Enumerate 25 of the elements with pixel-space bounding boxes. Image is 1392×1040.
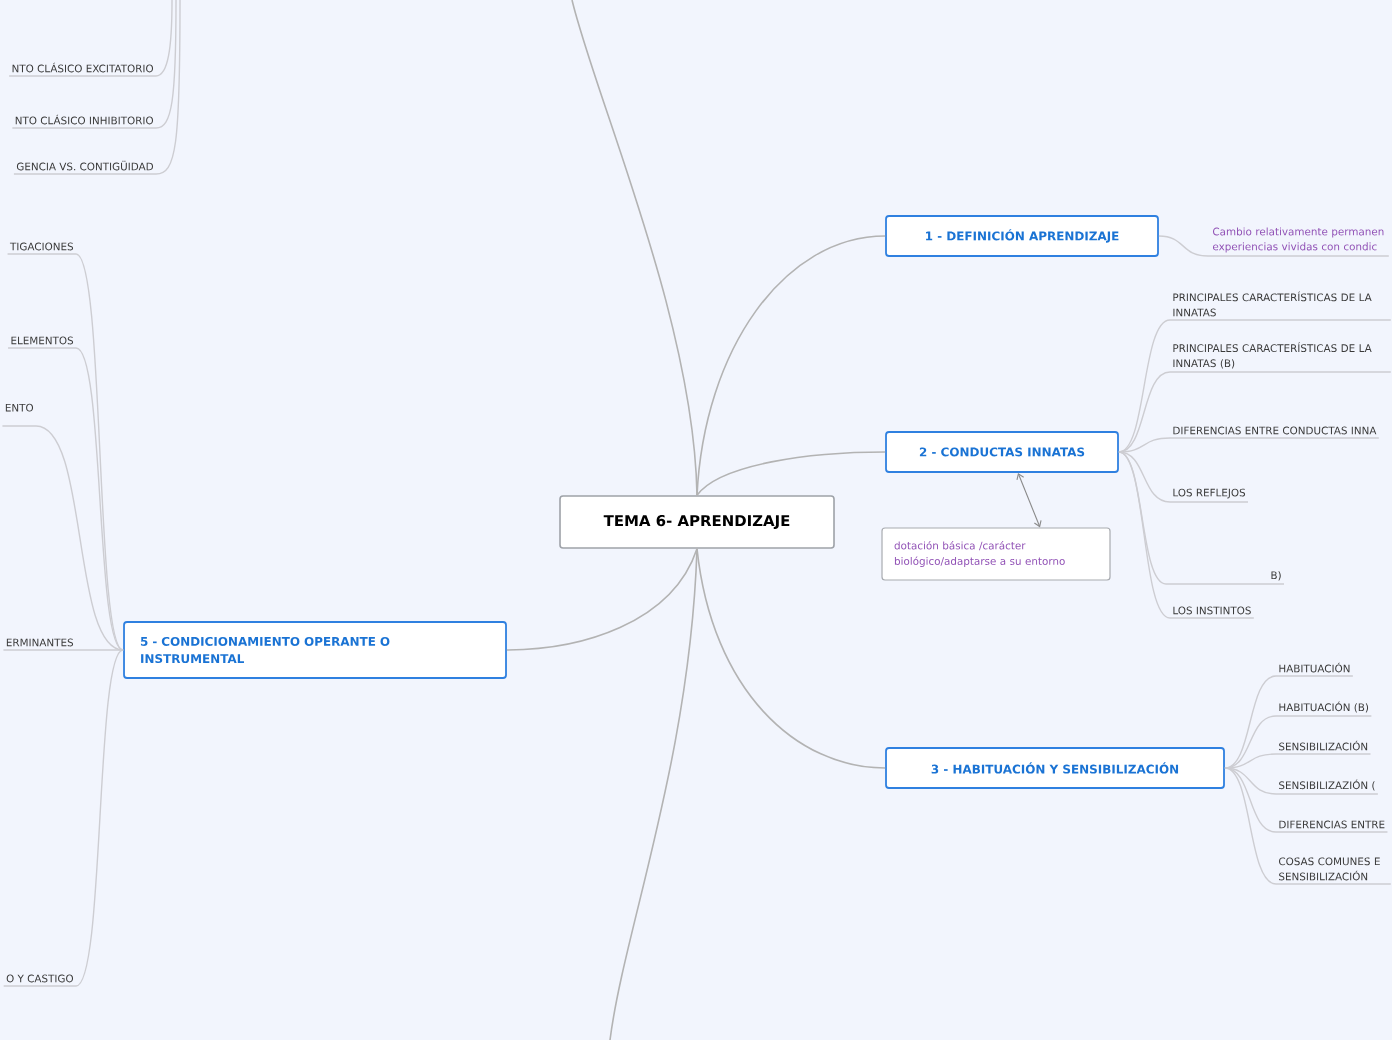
connector-line bbox=[1224, 767, 1392, 885]
connector-line bbox=[13, 0, 181, 175]
connector-line bbox=[1158, 235, 1390, 257]
connector-line bbox=[1224, 767, 1389, 833]
connector-line bbox=[1224, 767, 1379, 795]
connector-line bbox=[1118, 451, 1249, 503]
connector-line bbox=[1224, 715, 1373, 769]
connector-line bbox=[1224, 753, 1372, 769]
connector-line bbox=[7, 347, 124, 651]
connector-line bbox=[1, 425, 124, 651]
connector-line bbox=[506, 548, 698, 651]
connector-line bbox=[609, 548, 698, 1040]
connector-line bbox=[1118, 451, 1255, 619]
connector-line bbox=[1118, 371, 1392, 453]
connector-line bbox=[11, 0, 177, 129]
connector-line bbox=[8, 0, 173, 77]
connector-line bbox=[571, 0, 698, 496]
connector-line bbox=[3, 649, 124, 987]
connector-line bbox=[2, 649, 124, 651]
connector-line bbox=[1224, 675, 1354, 769]
double-arrow bbox=[1016, 472, 1042, 528]
connector-line bbox=[1118, 437, 1380, 453]
connector-line bbox=[696, 451, 886, 496]
connector-line bbox=[6, 253, 124, 651]
connector-line bbox=[1118, 319, 1392, 453]
